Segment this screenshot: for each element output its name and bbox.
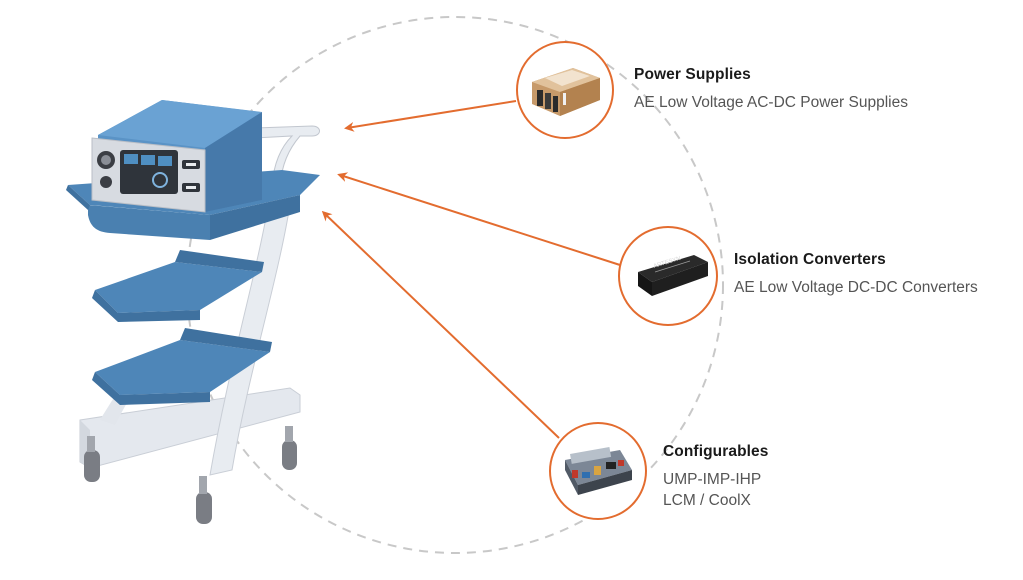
arrow-configurables xyxy=(321,210,560,439)
dashed-orbit-circle xyxy=(186,16,724,554)
configurables-subtitle-line-2: LCM / CoolX xyxy=(663,492,751,509)
arrow-power-supplies xyxy=(344,100,517,132)
cart-handle xyxy=(254,125,320,186)
cart-wheel xyxy=(84,436,100,482)
power-supplies-node xyxy=(516,41,614,139)
arrow-isolation-converters xyxy=(337,172,621,266)
configurables-subtitle-line-1: UMP-IMP-IHP xyxy=(663,471,762,488)
cart-shelf-middle xyxy=(95,262,262,313)
power-supplies-subtitle: AE Low Voltage AC-DC Power Supplies xyxy=(634,94,908,111)
power-supplies-label: Power Supplies AE Low Voltage AC-DC Powe… xyxy=(634,66,908,113)
configurables-title: Configurables xyxy=(663,443,769,460)
configurable-board-icon xyxy=(565,447,632,495)
isolation-converters-label: Isolation Converters AE Low Voltage DC-D… xyxy=(734,251,978,298)
power-supply-unit-icon xyxy=(532,68,600,116)
isolation-converters-node: ARTESYN xyxy=(618,226,718,326)
isolation-converters-subtitle: AE Low Voltage DC-DC Converters xyxy=(734,279,978,296)
configurables-node xyxy=(549,422,647,520)
electrosurgical-unit xyxy=(91,100,262,213)
cart-wheel xyxy=(282,426,297,470)
power-supplies-title: Power Supplies xyxy=(634,66,751,83)
cart-wheel xyxy=(196,476,212,524)
isolation-converters-title: Isolation Converters xyxy=(734,251,886,268)
cart-shelf-lower xyxy=(95,340,270,395)
configurables-label: Configurables UMP-IMP-IHP LCM / CoolX xyxy=(663,443,769,511)
